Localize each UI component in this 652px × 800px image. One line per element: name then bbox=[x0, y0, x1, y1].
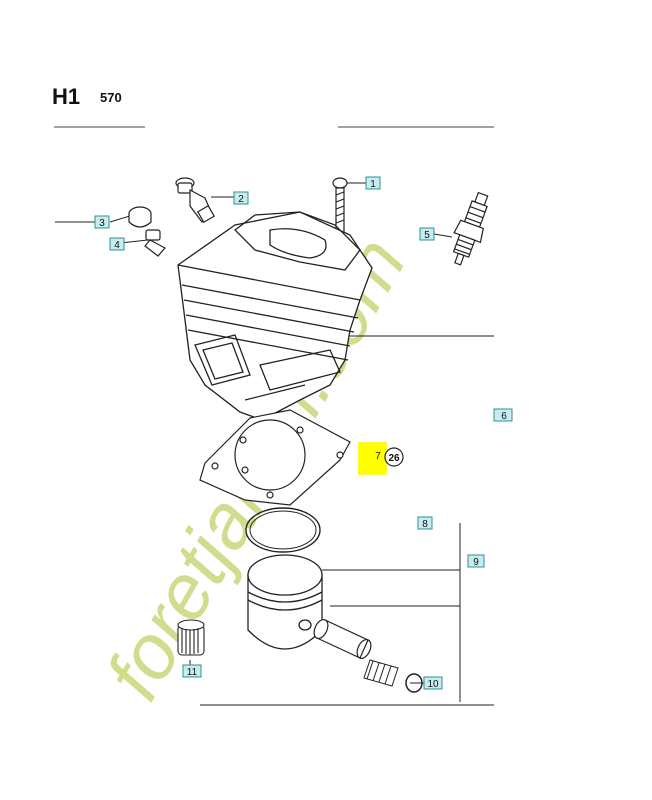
callout-5[interactable]: 5 bbox=[419, 227, 435, 241]
piston-pin-part bbox=[313, 618, 372, 660]
spark-plug-part bbox=[452, 191, 489, 266]
piston-part bbox=[247, 554, 323, 650]
callout-6-label: 6 bbox=[501, 411, 507, 422]
callout-4[interactable]: 4 bbox=[109, 237, 125, 251]
callout-10[interactable]: 10 bbox=[423, 676, 443, 690]
circlip-part bbox=[405, 673, 423, 693]
callout-1-label: 1 bbox=[370, 179, 376, 190]
callout-26-label: 26 bbox=[388, 453, 400, 464]
callout-6[interactable]: 6 bbox=[493, 408, 513, 422]
callout-11[interactable]: 11 bbox=[182, 664, 202, 678]
callout-7-label: 7 bbox=[375, 451, 381, 462]
callout-8-label: 8 bbox=[422, 519, 428, 530]
callout-2[interactable]: 2 bbox=[233, 191, 249, 205]
callout-8[interactable]: 8 bbox=[417, 516, 433, 530]
callout-9[interactable]: 9 bbox=[467, 554, 485, 568]
callout-5-label: 5 bbox=[424, 230, 430, 241]
callout-26[interactable]: 26 bbox=[384, 447, 404, 467]
model-number: 570 bbox=[100, 90, 122, 105]
fitting-part bbox=[128, 206, 166, 257]
callout-7[interactable]: 7 bbox=[375, 451, 381, 462]
callout-9-label: 9 bbox=[473, 557, 479, 568]
highlight-box bbox=[358, 442, 387, 475]
bearing-part bbox=[177, 619, 205, 656]
page-title: H1 bbox=[52, 84, 81, 109]
needle-bearing-part bbox=[363, 659, 399, 687]
bolt-part bbox=[332, 177, 348, 234]
piston-ring-inner bbox=[249, 510, 317, 550]
cylinder-part bbox=[177, 211, 373, 421]
callout-4-label: 4 bbox=[114, 240, 120, 251]
decompression-valve-part bbox=[175, 177, 216, 224]
callout-3-label: 3 bbox=[99, 218, 105, 229]
callout-10-label: 10 bbox=[427, 679, 439, 690]
gasket-part bbox=[199, 409, 351, 506]
callout-1[interactable]: 1 bbox=[365, 176, 381, 190]
callout-11-label: 11 bbox=[187, 667, 198, 678]
callout-3[interactable]: 3 bbox=[94, 215, 110, 229]
piston-ring-part bbox=[245, 507, 321, 553]
callout-2-label: 2 bbox=[238, 194, 244, 205]
